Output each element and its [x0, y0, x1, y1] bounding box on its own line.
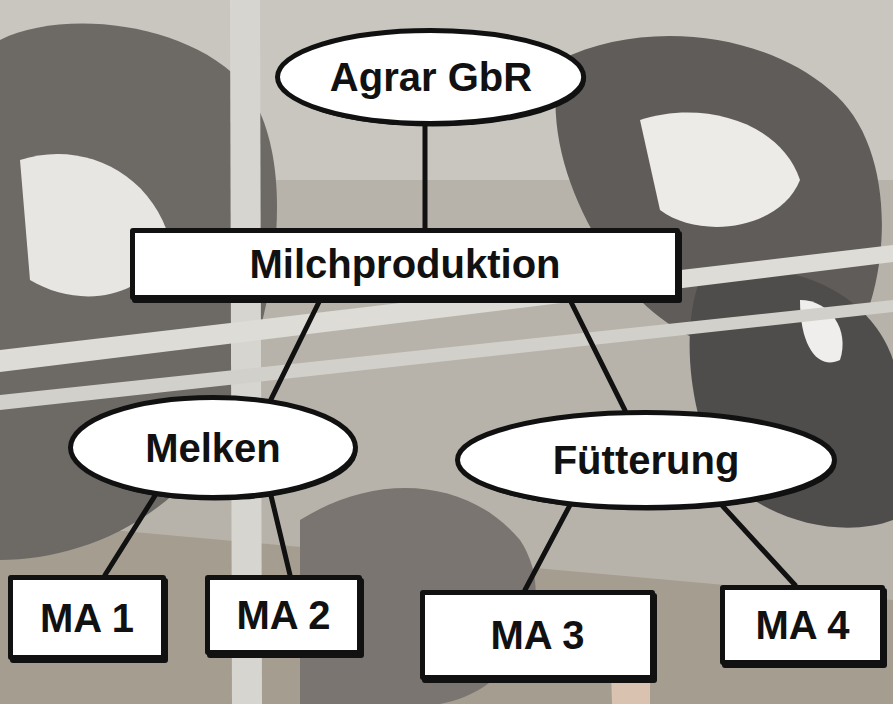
task-ellipse: Melken	[68, 395, 358, 500]
node-label: MA 3	[490, 613, 584, 657]
task-ellipse: Fütterung	[455, 410, 837, 510]
node-label: MA 4	[755, 603, 849, 647]
node-label: Melken	[145, 426, 281, 470]
node-label: MA 1	[40, 596, 134, 640]
company-ellipse: Agrar GbR	[275, 28, 586, 126]
node-label: Milchproduktion	[249, 242, 560, 286]
connector-line	[570, 300, 625, 410]
employee-box: MA 4	[720, 585, 885, 665]
ellipse-shape	[278, 31, 584, 124]
connector-line	[423, 126, 428, 228]
ellipse-shape	[458, 413, 835, 508]
connector-line	[271, 300, 320, 399]
division-box: Milchproduktion	[130, 228, 680, 300]
ellipse-shape	[71, 398, 356, 498]
feed-rail	[0, 300, 893, 410]
connector-line	[525, 506, 570, 590]
employee-box: MA 1	[8, 575, 166, 660]
connector-line	[271, 496, 290, 575]
connector-line	[722, 506, 795, 585]
cow-right-patch	[640, 113, 800, 227]
connector-line	[105, 496, 155, 575]
node-label: MA 2	[236, 593, 330, 637]
employee-box: MA 3	[420, 590, 655, 680]
node-label: Agrar GbR	[330, 55, 532, 99]
node-label: Fütterung	[553, 438, 740, 482]
employee-box: MA 2	[205, 575, 362, 655]
